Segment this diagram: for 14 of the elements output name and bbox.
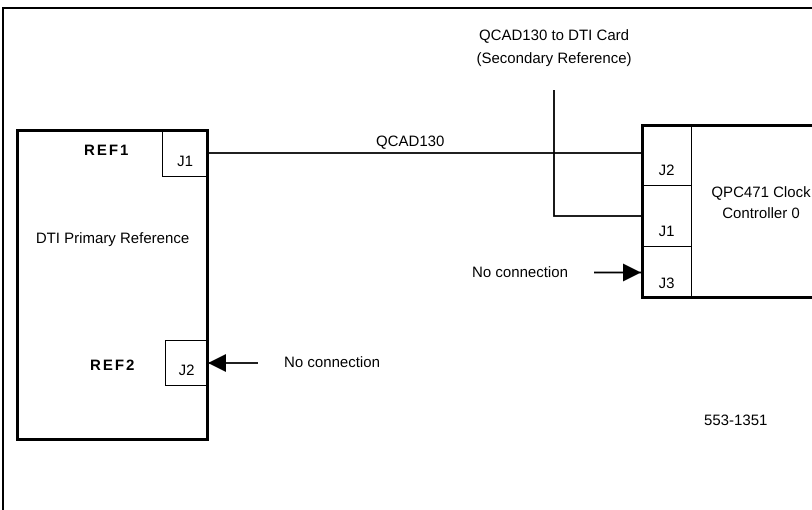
card-title: QPC471 Clock Controller 0 bbox=[710, 183, 812, 224]
card-title: DTI Primary Reference bbox=[34, 229, 190, 249]
figure-number: 553-1351 bbox=[704, 412, 768, 429]
card-box bbox=[16, 129, 209, 441]
card-box bbox=[641, 124, 812, 299]
connector-port: J2 bbox=[165, 340, 208, 386]
port-label: REF1 bbox=[84, 142, 130, 159]
connector-port: J1 bbox=[162, 129, 208, 177]
cable-line bbox=[553, 90, 641, 217]
arrow bbox=[208, 354, 258, 372]
edge-label: QCAD130 bbox=[376, 133, 444, 150]
arrow bbox=[594, 264, 641, 282]
cable-line bbox=[208, 152, 641, 154]
port-label: REF2 bbox=[90, 357, 136, 374]
